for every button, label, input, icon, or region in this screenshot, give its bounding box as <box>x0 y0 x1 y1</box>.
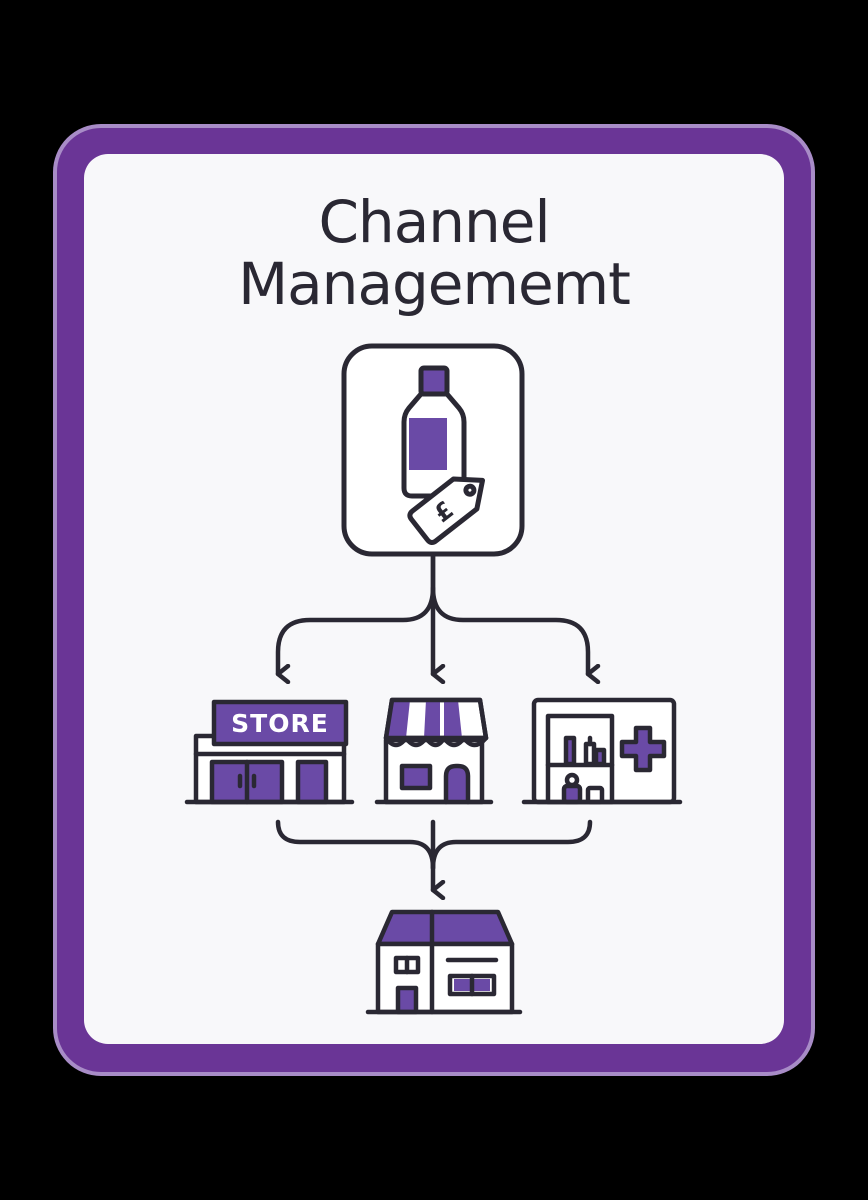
merge-arrows <box>275 819 593 890</box>
title-line-1: Channel <box>318 188 549 256</box>
product-card: £ <box>341 343 525 557</box>
arrow-to-pharmacy <box>430 585 588 674</box>
merge-right <box>430 819 593 871</box>
split-arrows <box>275 553 588 674</box>
price-tag-icon: £ <box>407 476 486 545</box>
store-sign-text: STORE <box>231 709 329 738</box>
pharmacy-icon <box>521 697 683 805</box>
warehouse-building-icon <box>365 909 523 1015</box>
shop-awning-icon <box>374 697 494 805</box>
title-line-2: Managememt <box>238 250 630 318</box>
supermarket-store-icon: STORE <box>184 699 355 805</box>
merge-left <box>275 819 436 871</box>
